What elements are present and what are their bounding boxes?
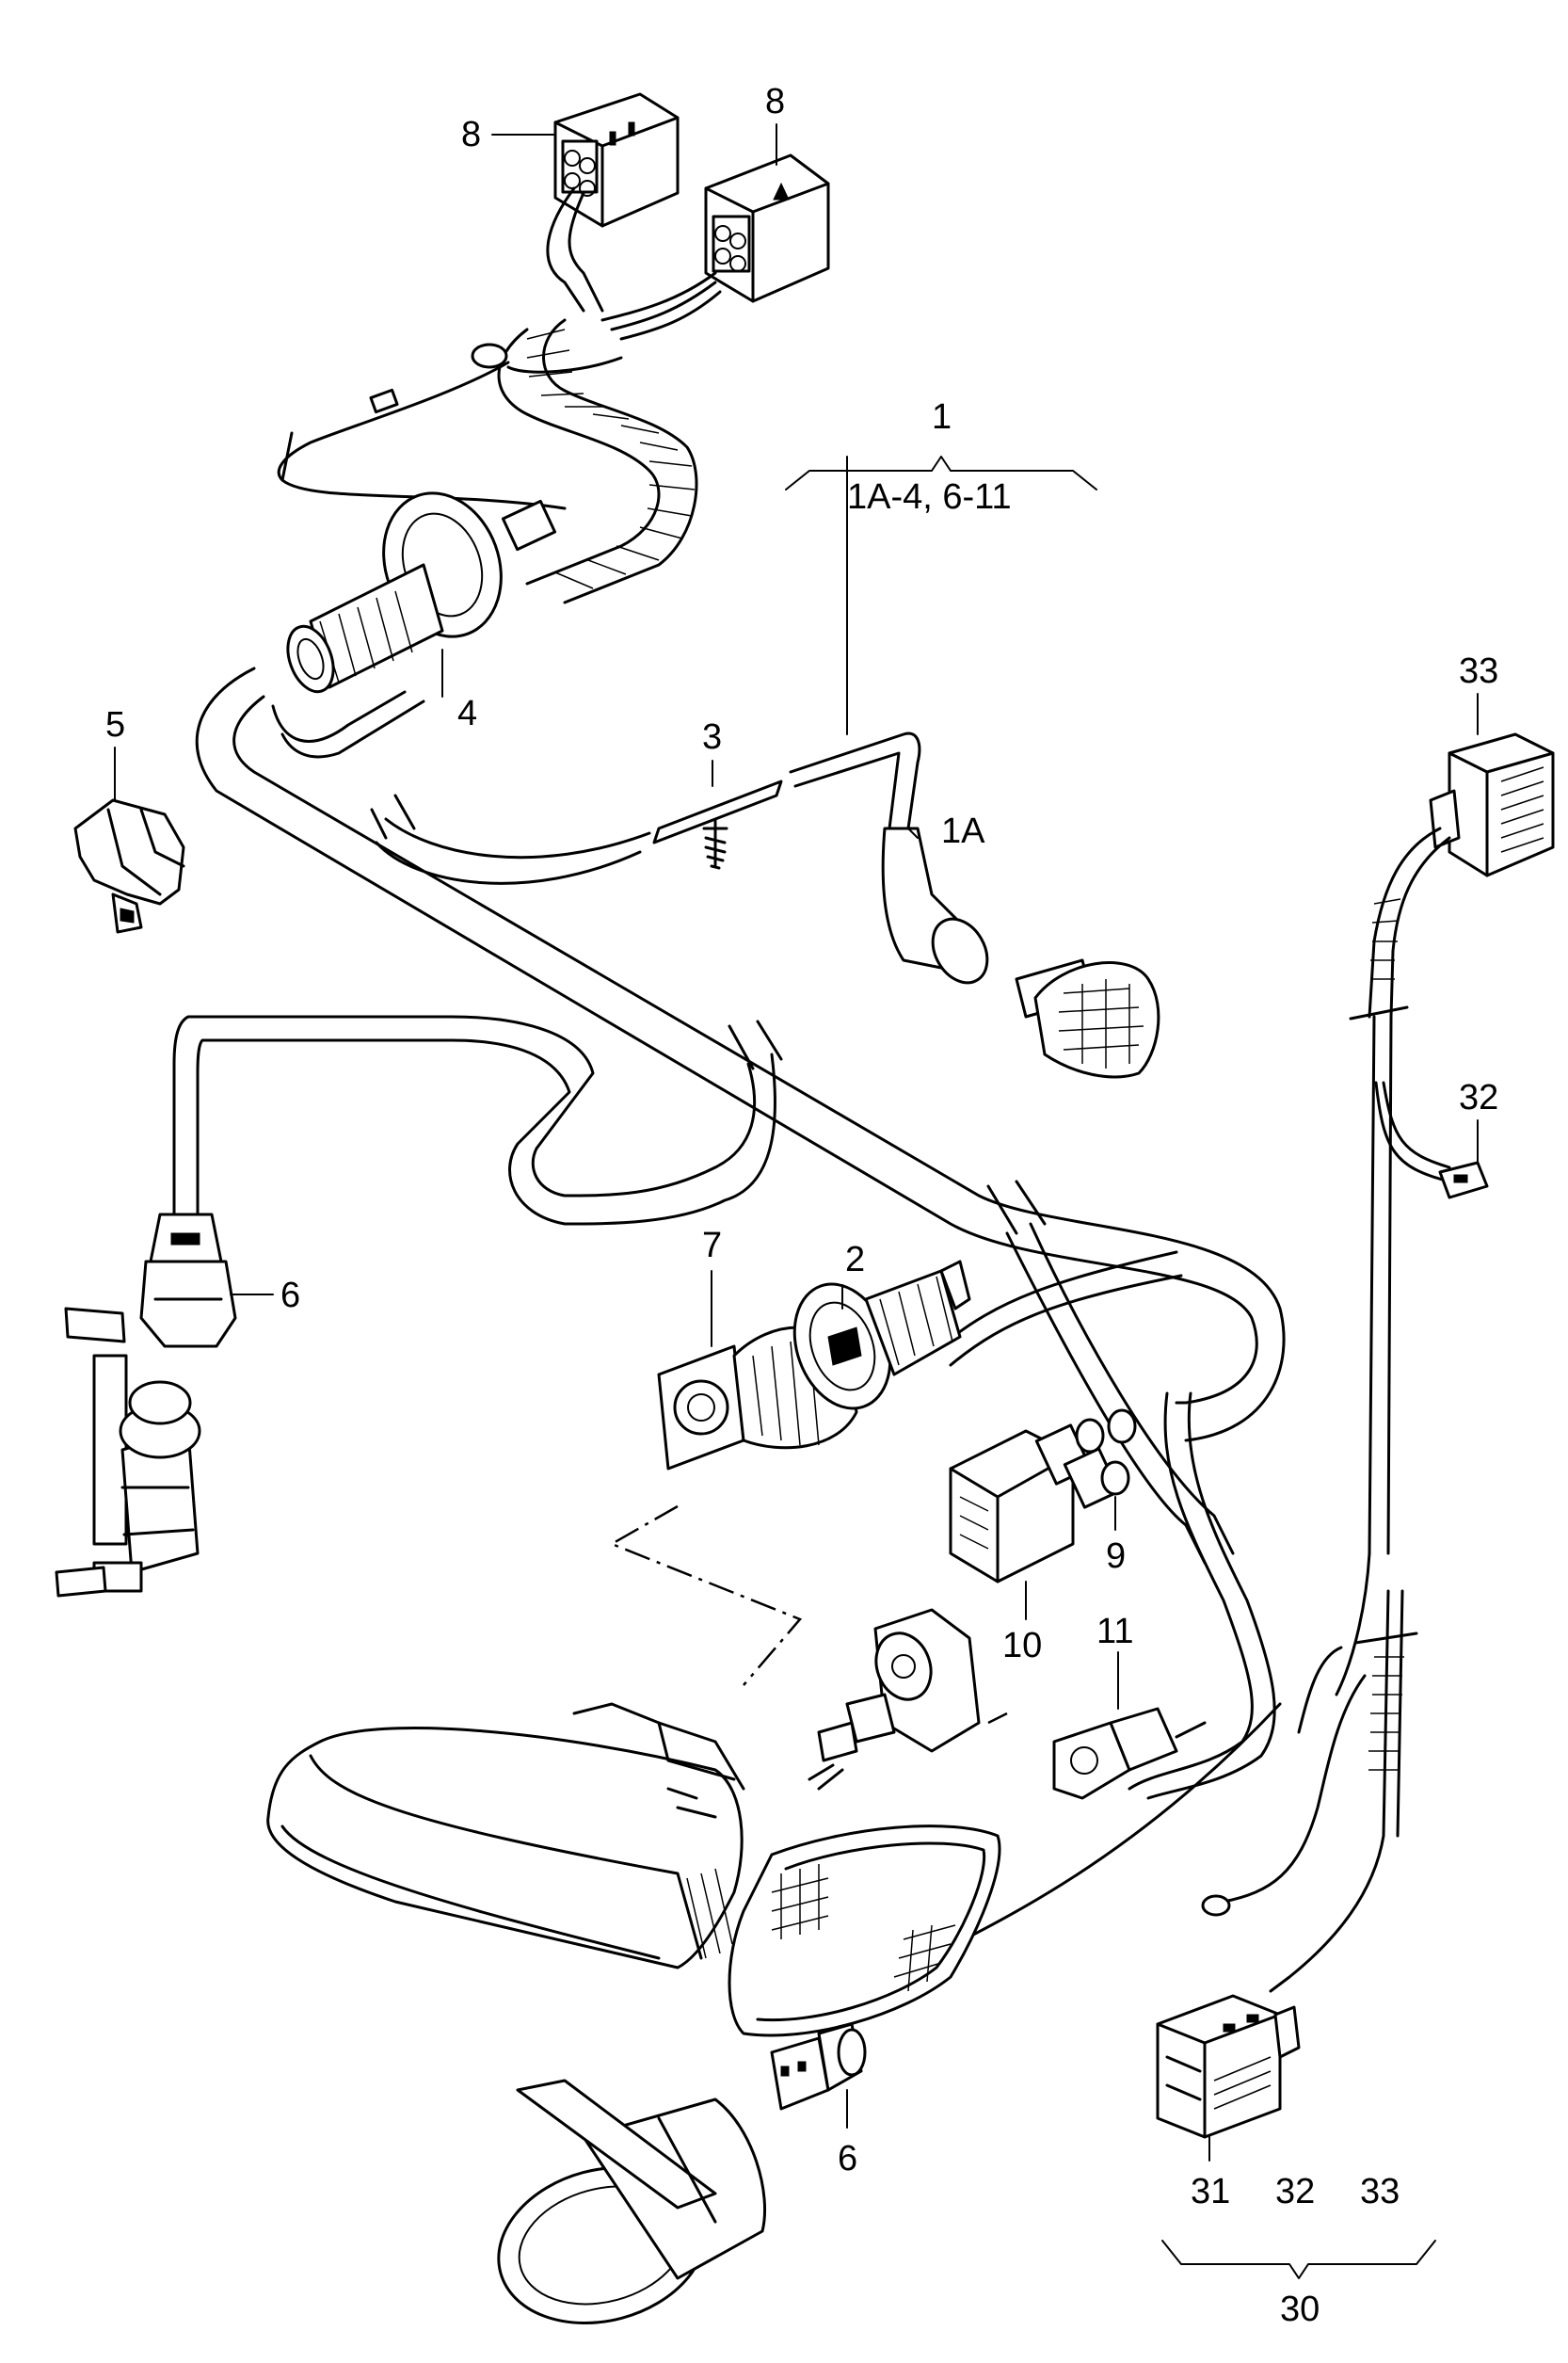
callout-6-bottom: 6 [838, 2139, 857, 2178]
callout-2: 2 [845, 1240, 865, 1279]
callout-3: 3 [702, 717, 722, 757]
right-harness-wire [1201, 827, 1451, 1993]
assembly-lines [609, 1504, 1008, 1725]
connector-8-left [553, 92, 680, 228]
part-5-clip [73, 798, 185, 934]
callout-32: 32 [1459, 1078, 1498, 1117]
callout-10: 10 [1002, 1626, 1042, 1665]
callout-1a: 1A [941, 812, 985, 851]
callout-33-group: 33 [1360, 2172, 1400, 2211]
headlight [266, 1702, 745, 1969]
callout-31: 31 [1191, 2172, 1230, 2211]
callout-30: 30 [1280, 2290, 1320, 2329]
part-4-bellows [286, 491, 557, 694]
callout-5: 5 [105, 705, 125, 745]
main-harness [195, 667, 1286, 1442]
connector-8-right [704, 153, 830, 303]
turn-signal-lens [728, 1824, 1001, 2037]
part-32-connector [1438, 1161, 1489, 1199]
part-6-top-connector [139, 1213, 237, 1348]
part-1a-side-marker [789, 731, 1160, 1079]
callout-11: 11 [1096, 1612, 1133, 1651]
callout-1: 1 [932, 397, 952, 437]
part-9-plugs [1075, 1408, 1137, 1496]
headlamp-adjuster [808, 1608, 981, 1791]
callout-4: 4 [457, 694, 477, 733]
part-11-socket [1052, 1707, 1207, 1800]
callout-labels: 1 1A-4, 6-11 1A 2 3 4 5 6 6 7 8 8 9 10 1… [105, 82, 1498, 2329]
callout-32-group: 32 [1275, 2172, 1315, 2211]
left-branch [172, 1015, 776, 1226]
callout-6-top: 6 [280, 1276, 300, 1315]
lower-wires [864, 1222, 1282, 1988]
callout-33: 33 [1459, 651, 1498, 691]
callout-1-subrange: 1A-4, 6-11 [847, 477, 1012, 517]
part-3-pad-screw [652, 780, 783, 870]
part-10-connector [949, 1423, 1121, 1583]
leader-lines [114, 123, 1479, 2279]
callout-9: 9 [1106, 1536, 1126, 1576]
callout-7: 7 [702, 1226, 722, 1265]
part-31-housing [1156, 1994, 1301, 2139]
callout-8-right: 8 [765, 82, 785, 121]
part-6-bottom-connector [770, 2022, 867, 2111]
callout-8-left: 8 [461, 115, 481, 154]
washer-pump [55, 1307, 201, 1598]
part-2-grommet [792, 1260, 971, 1410]
part-33-connector [1429, 732, 1555, 877]
fog-lamp [497, 2079, 767, 2325]
top-wire-bundle [277, 186, 722, 604]
